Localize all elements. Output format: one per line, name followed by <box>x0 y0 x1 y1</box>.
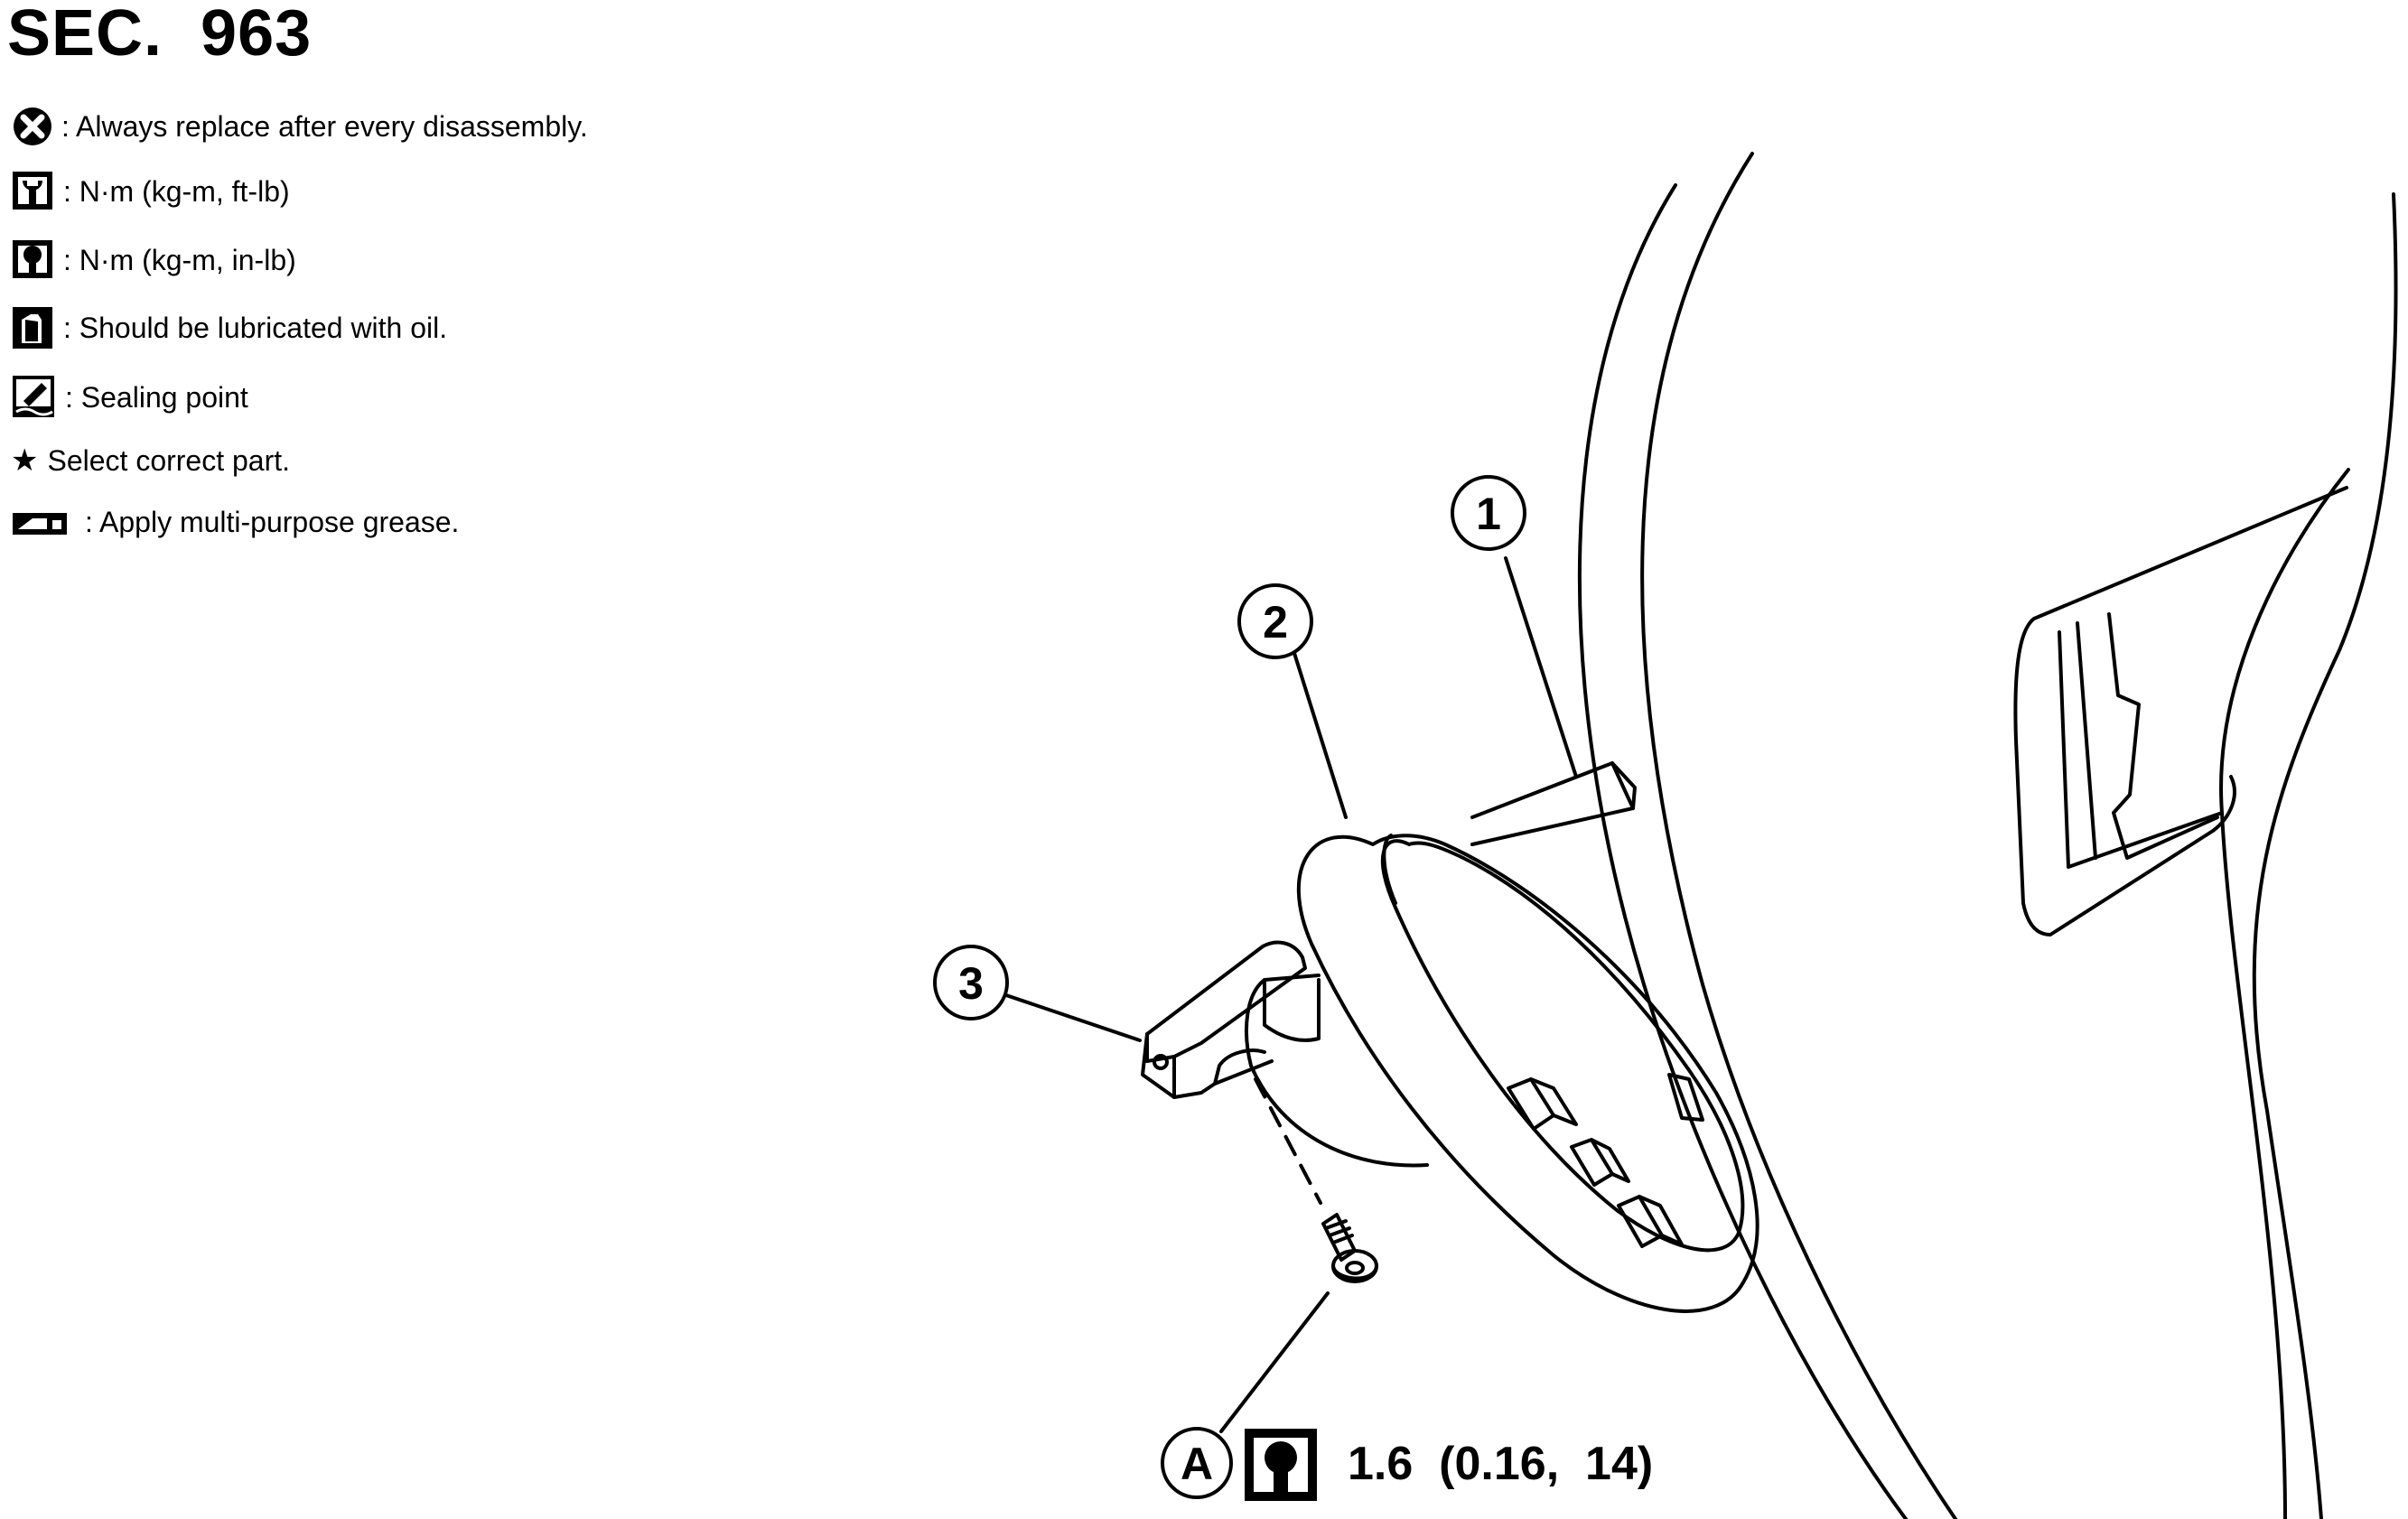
screw-axis <box>1254 1077 1322 1205</box>
windshield-edge-inner <box>1640 152 1957 1519</box>
legend-text-oil: : Should be lubricated with oil. <box>63 311 448 344</box>
torque-value: 1.6 (0.16, 14) <box>1348 1438 1653 1490</box>
mirror-sensor <box>1667 1073 1704 1122</box>
legend-text-sealing: : Sealing point <box>65 380 248 414</box>
legend-text-select-part: Select correct part. <box>47 443 291 477</box>
trim-panel <box>2013 486 2348 937</box>
mirror-base <box>1245 974 1429 1168</box>
mirror-glass <box>1380 839 1745 1253</box>
callout-1: 1 <box>1451 475 1526 551</box>
sealing-point-icon <box>11 374 58 421</box>
legend-item-grease: : Apply multi-purpose grease. <box>11 506 459 539</box>
callout-1-label: 1 <box>1476 489 1501 539</box>
legend-text-torque-ftlb: : N·m (kg-m, ft-lb) <box>63 174 290 208</box>
legend-item-oil: : Should be lubricated with oil. <box>11 305 447 350</box>
callout-2: 2 <box>1237 583 1313 659</box>
callout-3-label: 3 <box>958 958 984 1009</box>
torque-wrench-icon <box>11 170 56 213</box>
windshield-edge-outer <box>1577 183 1908 1519</box>
legend-text-grease: : Apply multi-purpose grease. <box>85 506 460 538</box>
leader-line-a <box>1219 1291 1330 1433</box>
legend-item-torque-ftlb: : N·m (kg-m, ft-lb) <box>11 170 290 213</box>
legend-item-replace: : Always replace after every disassembly… <box>11 105 588 148</box>
pillar-edge <box>2252 192 2398 1519</box>
mount-stem <box>1470 761 1637 846</box>
pillar-edge-inner <box>2219 468 2350 1519</box>
legend-item-select-part: ★ Select correct part. <box>11 443 290 479</box>
legend-text-torque-inlb: : N·m (kg-m, in-lb) <box>63 243 296 276</box>
torque-wrench-filled-icon <box>1245 1429 1317 1501</box>
leader-line-3 <box>999 992 1142 1042</box>
grease-icon <box>11 509 69 536</box>
callout-3: 3 <box>933 945 1009 1020</box>
leader-line-1 <box>1504 556 1578 778</box>
mount-bracket <box>1145 940 1307 1063</box>
torque-wrench-filled-icon <box>11 238 56 282</box>
torque-label-a: A <box>1181 1439 1213 1489</box>
section-title: SEC. 963 <box>7 0 313 70</box>
legend-item-torque-inlb: : N·m (kg-m, in-lb) <box>11 238 296 282</box>
replace-circle-x-icon <box>11 105 54 148</box>
oil-can-icon <box>11 305 56 350</box>
callout-2-label: 2 <box>1263 597 1288 648</box>
star-icon: ★ <box>11 443 39 478</box>
leader-line-2 <box>1292 648 1348 819</box>
legend-item-sealing: : Sealing point <box>11 374 248 421</box>
mirror-housing <box>1296 834 1759 1313</box>
torque-spec: A 1.6 (0.16, 14) <box>1161 1427 1653 1501</box>
legend-text-replace: : Always replace after every disassembly… <box>61 109 588 143</box>
